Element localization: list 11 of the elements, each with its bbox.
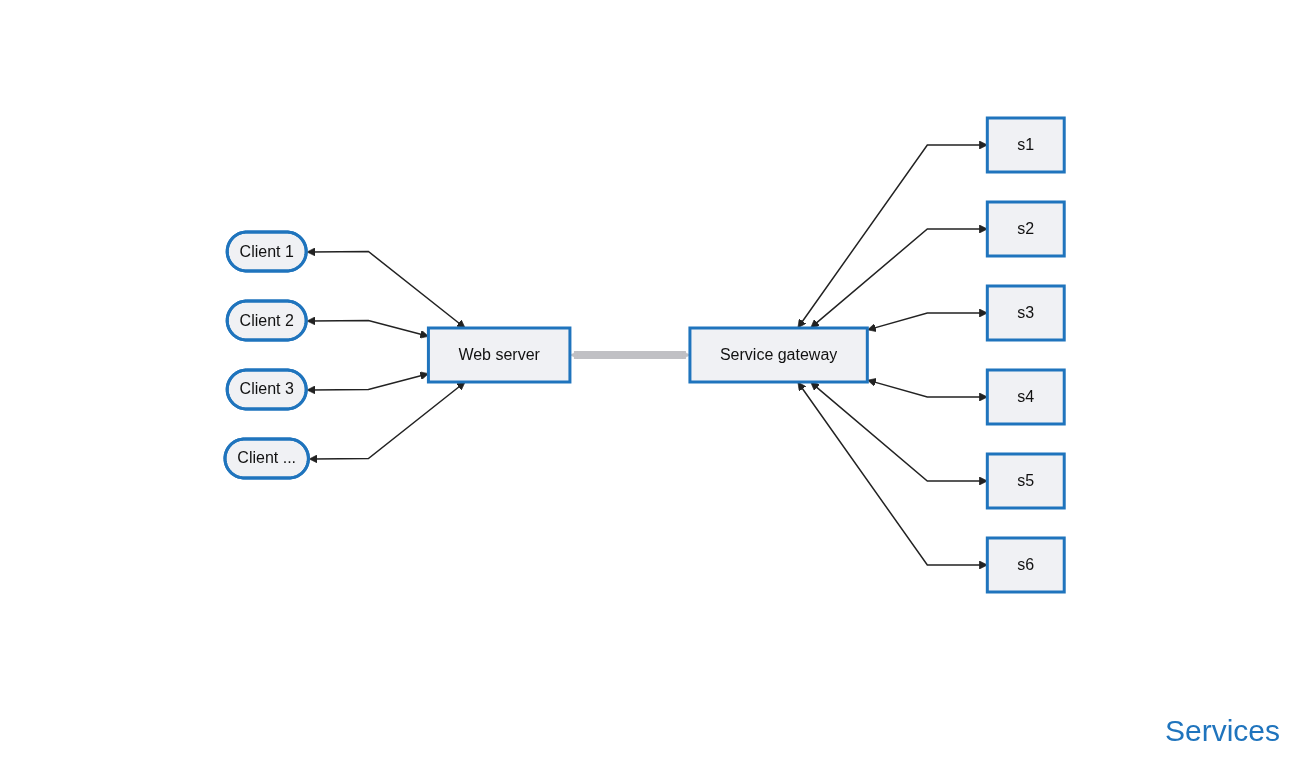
node-box: s1 bbox=[986, 116, 1067, 174]
group-label: Services bbox=[1164, 714, 1280, 748]
node-box: s2 bbox=[986, 200, 1067, 258]
node-box: s3 bbox=[986, 284, 1067, 342]
arrow bbox=[570, 350, 691, 360]
node-box: s6 bbox=[986, 536, 1067, 594]
node-box: s4 bbox=[986, 368, 1067, 426]
node-box: Service gateway bbox=[688, 326, 870, 384]
arrow bbox=[307, 247, 466, 329]
node-box: s5 bbox=[986, 452, 1067, 510]
node-box: Web server bbox=[427, 326, 572, 384]
